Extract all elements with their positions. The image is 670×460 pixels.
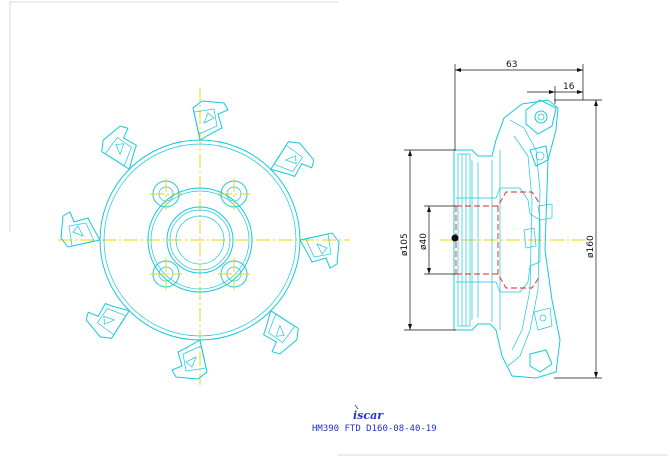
cutter-teeth xyxy=(60,100,340,380)
dim-cutter-diameter: ø160 xyxy=(554,99,602,379)
dim-insert-length-label: 16 xyxy=(563,82,575,92)
cutter-profile xyxy=(453,99,561,379)
bore-circle xyxy=(166,206,234,274)
dim-hub-diameter-label: ø105 xyxy=(400,233,410,256)
dim-hub-diameter: ø105 xyxy=(400,149,456,331)
sheet-border xyxy=(9,1,668,456)
bottom-insert xyxy=(523,203,553,373)
hub-circle xyxy=(147,187,253,293)
manufacturer-logo: iscar xyxy=(353,409,384,422)
part-number-caption: HM390 FTD D160-08-40-19 xyxy=(312,424,437,434)
dim-overall-length: 63 xyxy=(454,60,584,150)
front-view xyxy=(58,88,350,385)
side-view: 63 16 ø160 ø105 xyxy=(400,60,602,379)
dim-cutter-diameter-label: ø160 xyxy=(586,235,596,258)
hidden-bore-lines xyxy=(455,191,541,289)
mounting-holes xyxy=(150,178,250,290)
title-block: iscar HM390 FTD D160-08-40-19 xyxy=(312,404,437,434)
dim-overall-length-label: 63 xyxy=(506,60,517,70)
dim-bore-diameter-label: ø40 xyxy=(419,233,429,250)
datum-point xyxy=(451,234,459,242)
top-insert xyxy=(525,99,557,167)
dim-bore-diameter: ø40 xyxy=(419,205,456,275)
dim-insert-length: 16 xyxy=(527,82,583,104)
